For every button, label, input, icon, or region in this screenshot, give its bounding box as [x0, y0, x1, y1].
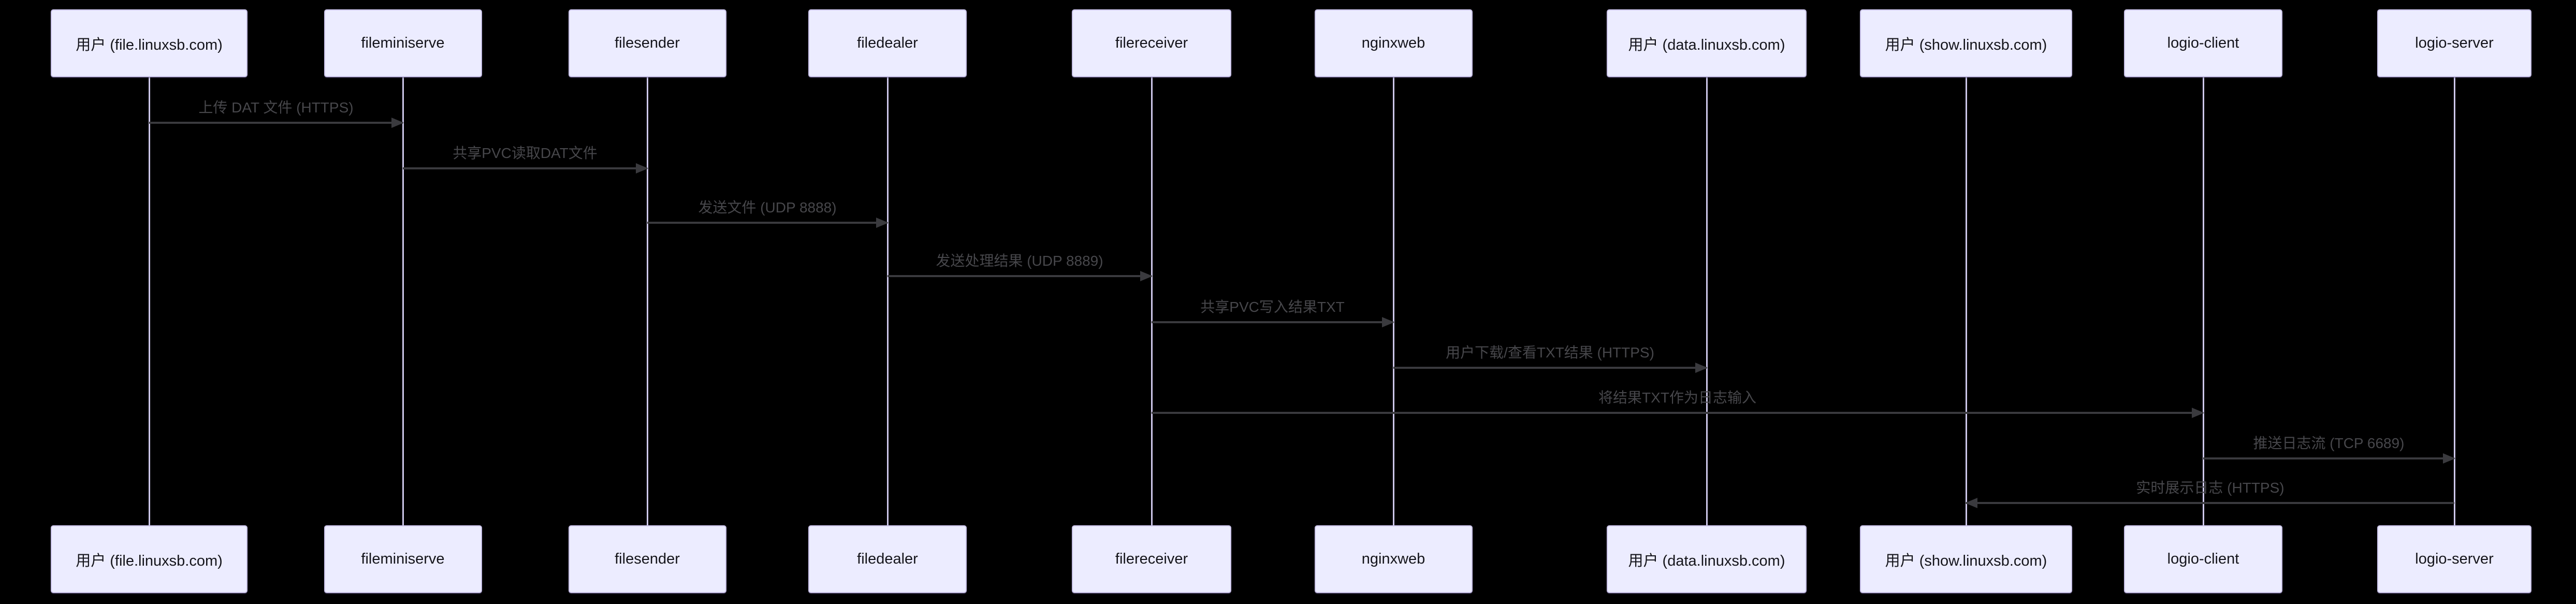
lifeline-filesender [646, 77, 648, 525]
actor-label: filedealer [857, 551, 918, 567]
actor-label: filereceiver [1115, 551, 1188, 567]
arrowhead-icon [2192, 408, 2204, 418]
actor-box-top-user-show: 用户 (show.linuxsb.com) [1860, 9, 2072, 77]
message-arrow-7 [1152, 408, 2204, 418]
arrowhead-icon [876, 218, 889, 228]
actor-label: nginxweb [1361, 35, 1425, 51]
message-label-8: 推送日志流 (TCP 6689) [2253, 435, 2405, 451]
lifeline-nginxweb [1392, 77, 1394, 525]
lifeline-filereceiver [1151, 77, 1153, 525]
actor-label: 用户 (file.linuxsb.com) [76, 36, 223, 53]
message-label-2: 共享PVC读取DAT文件 [453, 145, 598, 161]
actor-label: fileminiserve [361, 35, 445, 51]
message-label-7: 将结果TXT作为日志输入 [1598, 390, 1756, 406]
actor-box-bottom-nginxweb: nginxweb [1314, 525, 1473, 593]
lifeline-filedealer [886, 77, 889, 525]
lifeline-logio-client [2202, 77, 2204, 525]
actor-label: 用户 (show.linuxsb.com) [1885, 36, 2047, 53]
actor-label: logio-server [2415, 551, 2494, 567]
actor-box-top-filesender: filesender [568, 9, 726, 77]
actor-label: 用户 (file.linuxsb.com) [76, 552, 223, 569]
actor-label: fileminiserve [361, 551, 445, 567]
actor-label: logio-client [2167, 551, 2239, 567]
actor-label: filereceiver [1115, 35, 1188, 51]
arrowhead-icon [391, 118, 404, 128]
message-label-9: 实时展示日志 (HTTPS) [2136, 480, 2284, 496]
message-label-6: 用户下载/查看TXT结果 (HTTPS) [1446, 344, 1654, 361]
arrowhead-icon [1140, 271, 1153, 281]
message-label-3: 发送文件 (UDP 8888) [698, 199, 837, 215]
message-arrow-2 [403, 163, 648, 174]
actor-box-bottom-filedealer: filedealer [808, 525, 967, 593]
actor-box-bottom-filereceiver: filereceiver [1072, 525, 1231, 593]
actor-box-top-logio-client: logio-client [2124, 9, 2282, 77]
actor-label: 用户 (data.linuxsb.com) [1628, 552, 1785, 569]
message-arrow-6 [1393, 363, 1708, 373]
actor-box-bottom-logio-client: logio-client [2124, 525, 2282, 593]
actor-box-bottom-user-data: 用户 (data.linuxsb.com) [1607, 525, 1807, 593]
arrowhead-icon [636, 163, 648, 174]
lifeline-fileminiserve [402, 77, 404, 525]
actor-label: 用户 (data.linuxsb.com) [1628, 36, 1785, 53]
actor-box-top-filereceiver: filereceiver [1072, 9, 1231, 77]
actor-box-top-user-data: 用户 (data.linuxsb.com) [1607, 9, 1807, 77]
actor-box-bottom-logio-server: logio-server [2377, 525, 2531, 593]
actor-label: logio-client [2167, 35, 2239, 51]
lifeline-user-show [1965, 77, 1967, 525]
actor-label: 用户 (show.linuxsb.com) [1885, 552, 2047, 569]
message-arrow-5 [1152, 317, 1394, 327]
message-arrow-3 [647, 218, 889, 228]
message-arrow-4 [887, 271, 1153, 281]
message-label-4: 发送处理结果 (UDP 8889) [936, 253, 1103, 269]
message-label-1: 上传 DAT 文件 (HTTPS) [198, 99, 354, 116]
actor-box-bottom-user-show: 用户 (show.linuxsb.com) [1860, 525, 2072, 593]
actor-box-top-nginxweb: nginxweb [1314, 9, 1473, 77]
arrowhead-icon [2443, 453, 2455, 464]
lifeline-user-file [148, 77, 150, 525]
actor-box-top-filedealer: filedealer [808, 9, 967, 77]
actor-box-top-user-file: 用户 (file.linuxsb.com) [51, 9, 248, 77]
lifeline-user-data [1706, 77, 1708, 525]
message-arrow-9 [1965, 498, 2454, 508]
actor-box-top-logio-server: logio-server [2377, 9, 2531, 77]
arrowhead-icon [1695, 363, 1708, 373]
message-arrow-8 [2203, 453, 2455, 464]
actor-box-bottom-fileminiserve: fileminiserve [324, 525, 482, 593]
actor-box-bottom-filesender: filesender [568, 525, 726, 593]
actor-label: filesender [615, 551, 680, 567]
message-arrow-1 [149, 118, 404, 128]
actor-label: filedealer [857, 35, 918, 51]
arrowhead-icon [1382, 317, 1394, 327]
message-label-5: 共享PVC写入结果TXT [1200, 299, 1345, 315]
actor-label: filesender [615, 35, 680, 51]
arrowhead-icon [1965, 498, 1977, 508]
actor-label: nginxweb [1361, 551, 1425, 567]
actor-label: logio-server [2415, 35, 2494, 51]
lifeline-logio-server [2453, 77, 2455, 525]
actor-box-bottom-user-file: 用户 (file.linuxsb.com) [51, 525, 248, 593]
actor-box-top-fileminiserve: fileminiserve [324, 9, 482, 77]
